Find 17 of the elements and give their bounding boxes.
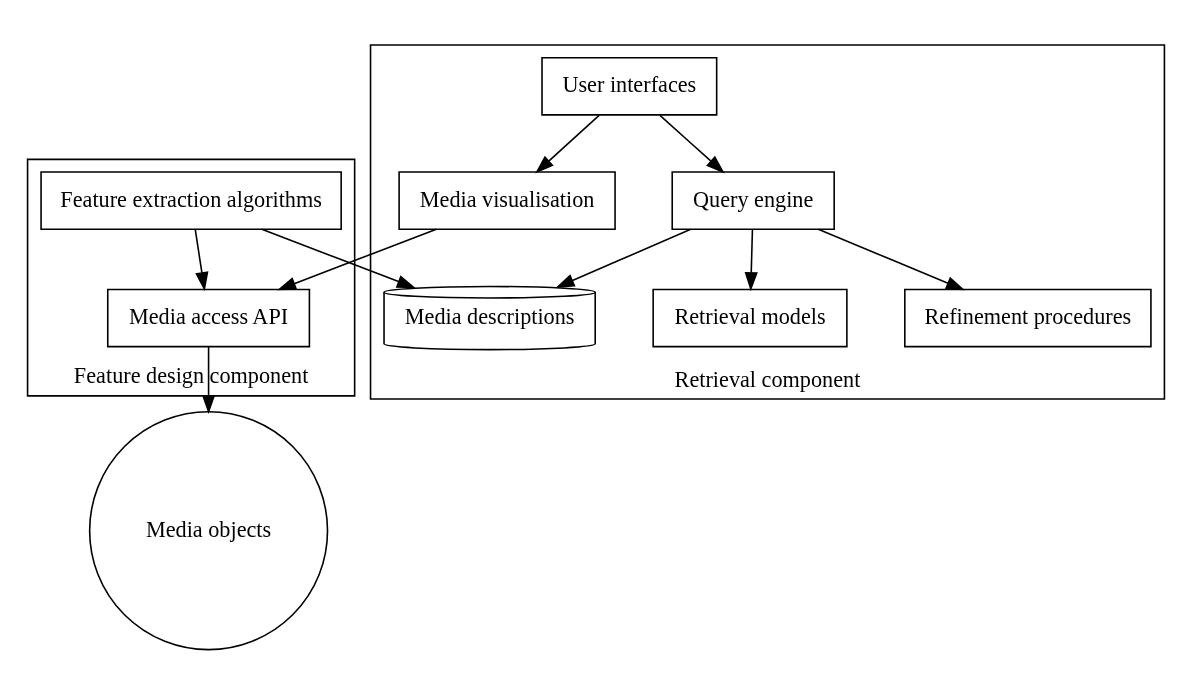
arrow — [261, 228, 416, 289]
node-box: Media access API — [106, 288, 311, 348]
arrow — [817, 228, 965, 291]
arrow — [744, 228, 758, 292]
node-box: User interfaces — [541, 56, 718, 116]
arrow — [555, 228, 692, 288]
arrow — [535, 114, 600, 174]
arrow — [194, 228, 209, 292]
arrow — [201, 346, 216, 414]
arrow — [277, 228, 438, 291]
node-circle: Media objects — [88, 410, 329, 651]
node-box: Retrieval models — [652, 288, 848, 348]
node-box: Refinement procedures — [904, 288, 1152, 348]
node-box: Feature extraction algorithms — [40, 171, 342, 231]
node-box: Query engine — [671, 171, 835, 231]
arrow — [659, 114, 725, 174]
node-box: Media visualisation — [398, 171, 616, 231]
